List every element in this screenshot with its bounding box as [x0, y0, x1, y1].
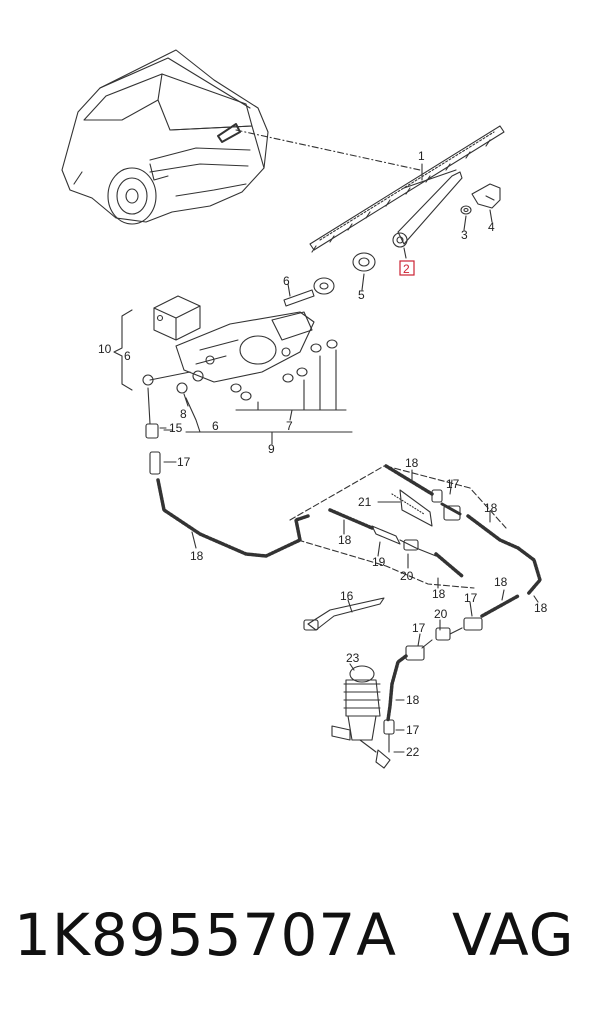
- sleeve: [399, 489, 433, 527]
- wiper-arm: [392, 169, 463, 248]
- leader-line: [235, 129, 421, 171]
- wiper-blade: [309, 125, 505, 253]
- control-unit-box: [153, 295, 201, 341]
- callout-18a: 18: [190, 549, 204, 563]
- bolt: [283, 289, 315, 307]
- callout-22: 22: [406, 745, 420, 759]
- callout-6a: 6: [283, 274, 290, 288]
- callout-18c: 18: [484, 501, 498, 515]
- callout-6b: 6: [124, 349, 131, 363]
- callout-3: 3: [461, 228, 468, 242]
- callout-18g: 18: [534, 601, 548, 615]
- callout-17a: 17: [177, 455, 191, 469]
- callout-18b: 18: [405, 456, 419, 470]
- callout-16: 16: [340, 589, 354, 603]
- callout-9: 9: [268, 442, 275, 456]
- hose-clip: [303, 597, 385, 631]
- wiper-parts-diagram: 1 2 3 4 5 6 10 6 8 6 7 9 15 17 18 18 17 …: [61, 49, 548, 769]
- callout-7: 7: [286, 419, 293, 433]
- callout-4: 4: [488, 220, 495, 234]
- callout-18e: 18: [432, 587, 446, 601]
- bolt: [149, 371, 191, 381]
- callout-23: 23: [346, 651, 360, 665]
- part-number-caption: 1K8955707A: [14, 901, 397, 969]
- callout-18f: 18: [494, 575, 508, 589]
- brand-caption: VAG: [452, 901, 575, 969]
- washer-hose-center: [289, 464, 542, 596]
- callout-5: 5: [358, 288, 365, 302]
- callout-18h: 18: [406, 693, 420, 707]
- callout-2: 2: [403, 262, 410, 276]
- grommet: [313, 252, 376, 295]
- wiper-cap: [471, 183, 501, 209]
- callout-20b: 20: [434, 607, 448, 621]
- car-illustration: [61, 49, 269, 225]
- callout-20a: 20: [400, 569, 414, 583]
- callout-17e: 17: [406, 723, 420, 737]
- washer-pump: [331, 665, 381, 753]
- callout-18d: 18: [338, 533, 352, 547]
- nut-part: [460, 205, 472, 215]
- callout-21: 21: [358, 495, 372, 509]
- callout-1: 1: [418, 149, 425, 163]
- callout-10: 10: [98, 342, 112, 356]
- washer-hose-right: [375, 594, 520, 769]
- callout-17d: 17: [412, 621, 426, 635]
- washer-hose-left: [145, 387, 310, 558]
- highlight-box: [399, 260, 415, 276]
- callout-6c: 6: [212, 419, 219, 433]
- callout-19: 19: [372, 555, 386, 569]
- callout-17b: 17: [446, 477, 460, 491]
- bracket-10: [113, 309, 133, 391]
- callout-17c: 17: [464, 591, 478, 605]
- callout-8: 8: [180, 407, 187, 421]
- callout-15: 15: [169, 421, 183, 435]
